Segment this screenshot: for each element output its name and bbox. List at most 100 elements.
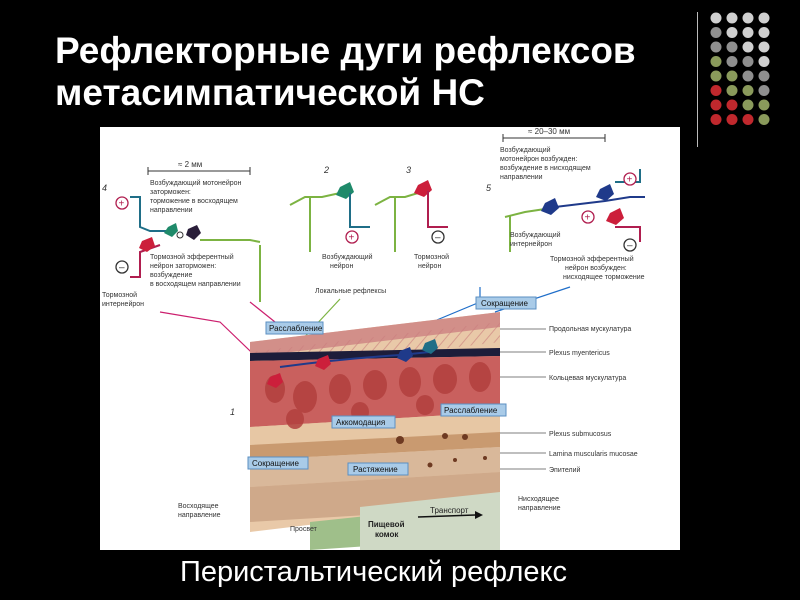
decor-dot <box>759 27 770 38</box>
layer-label-circular: Кольцевая мускулатура <box>549 375 626 382</box>
descending-label: Нисходящее направление <box>518 496 561 512</box>
svg-text:Тормозной эфферентный: Тормозной эфферентный <box>150 253 234 261</box>
svg-text:+: + <box>585 213 591 224</box>
svg-text:направление: направление <box>518 505 561 512</box>
decor-dot <box>759 42 770 53</box>
relax-left-label: Расслабление <box>269 324 323 333</box>
svg-text:Тормозной: Тормозной <box>414 253 449 261</box>
svg-text:Тормозной эфферентный: Тормозной эфферентный <box>550 255 634 263</box>
panel-number-2: 2 <box>323 165 329 175</box>
svg-text:+: + <box>349 233 355 244</box>
svg-text:–: – <box>119 263 125 274</box>
decor-dot <box>759 114 770 125</box>
decor-dot <box>759 56 770 67</box>
decor-dot <box>743 13 754 24</box>
decor-dot <box>727 27 738 38</box>
decor-dot <box>727 100 738 111</box>
svg-text:–: – <box>435 233 441 244</box>
decor-dot <box>759 13 770 24</box>
svg-text:возбуждение: возбуждение <box>150 271 192 279</box>
svg-text:заторможен:: заторможен: <box>150 189 191 196</box>
svg-text:Пищевой: Пищевой <box>368 520 405 529</box>
svg-text:направлении: направлении <box>150 207 193 214</box>
svg-text:возбуждение в нисходящем: возбуждение в нисходящем <box>500 164 591 172</box>
decor-dot <box>711 27 722 38</box>
panel-number-3: 3 <box>406 165 411 175</box>
slide-title-line-1: Рефлекторные дуги рефлексов <box>55 30 695 72</box>
panel-number-1: 1 <box>230 407 235 417</box>
decor-dot <box>711 56 722 67</box>
svg-text:интернейрон: интернейрон <box>510 240 552 248</box>
decorative-dot-grid <box>708 10 798 130</box>
svg-text:Возбуждающий: Возбуждающий <box>322 253 373 261</box>
decor-dot <box>711 100 722 111</box>
accommodation-label: Аккомодация <box>336 418 385 427</box>
svg-text:направлении: направлении <box>500 174 543 181</box>
layer-label-mucosae: Lamina muscularis mucosae <box>549 451 638 458</box>
decor-dot <box>743 56 754 67</box>
stretch-label: Растяжение <box>353 465 398 474</box>
panel-number-4: 4 <box>102 183 107 193</box>
svg-text:–: – <box>627 241 633 252</box>
svg-text:мотонейрон возбужден:: мотонейрон возбужден: <box>500 155 577 163</box>
decor-dot <box>727 71 738 82</box>
decor-dot <box>727 42 738 53</box>
svg-text:комок: комок <box>375 530 399 539</box>
panel-4-synapse <box>177 232 183 238</box>
svg-text:торможение в восходящем: торможение в восходящем <box>150 198 238 205</box>
decorative-divider <box>697 12 698 147</box>
decor-dot <box>743 114 754 125</box>
svg-text:Возбуждающий: Возбуждающий <box>500 146 551 154</box>
diagram-canvas: ≈ 2 мм ≈ 20–30 мм 4 Возбуждающий мотоней… <box>100 127 680 550</box>
slide-title: Рефлекторные дуги рефлексов метасимпатич… <box>55 30 695 114</box>
layer-leader-lines <box>500 329 546 469</box>
svg-text:+: + <box>627 175 633 186</box>
decor-dot <box>727 56 738 67</box>
decor-dot <box>759 100 770 111</box>
decor-dot <box>727 85 738 96</box>
slide-caption: Перистальтический рефлекс <box>180 556 567 589</box>
svg-text:нейрон: нейрон <box>418 262 441 270</box>
layer-label-myenteric: Plexus myentericus <box>549 350 610 357</box>
decor-dot <box>743 85 754 96</box>
svg-text:Тормозной: Тормозной <box>102 291 137 299</box>
layer-label-submucosus: Plexus submucosus <box>549 431 612 438</box>
svg-text:нейрон возбужден:: нейрон возбужден: <box>565 264 627 272</box>
svg-text:Возбуждающий мотонейрон: Возбуждающий мотонейрон <box>150 179 242 187</box>
decor-dot <box>743 71 754 82</box>
decor-dot <box>711 13 722 24</box>
svg-text:нейрон заторможен:: нейрон заторможен: <box>150 262 216 270</box>
decor-dot <box>759 85 770 96</box>
scale-label-right: ≈ 20–30 мм <box>528 127 570 136</box>
layer-labels: Продольная мускулатура Plexus myentericu… <box>549 326 638 474</box>
decor-dot <box>743 42 754 53</box>
decor-dot <box>727 13 738 24</box>
svg-text:Нисходящее: Нисходящее <box>518 496 559 503</box>
decor-dot <box>711 85 722 96</box>
slide-title-line-2: метасимпатической НС <box>55 72 695 114</box>
svg-text:Восходящее: Восходящее <box>178 503 219 510</box>
scale-label-left: ≈ 2 мм <box>178 160 202 169</box>
svg-text:нисходящее торможение: нисходящее торможение <box>563 274 645 281</box>
decor-dot <box>743 100 754 111</box>
contraction-right-label: Сокращение <box>481 299 528 308</box>
decor-dot <box>759 71 770 82</box>
decor-dot <box>711 71 722 82</box>
contraction-left-label: Сокращение <box>252 459 299 468</box>
ascending-label: Восходящее направление <box>178 503 221 519</box>
svg-text:интернейрон: интернейрон <box>102 300 144 308</box>
decor-dot <box>711 42 722 53</box>
transport-label: Транспорт <box>430 506 469 515</box>
lumen-label: Просвет <box>290 526 318 533</box>
svg-text:направление: направление <box>178 512 221 519</box>
decor-dot <box>711 114 722 125</box>
decor-dot <box>727 114 738 125</box>
svg-text:+: + <box>119 199 125 210</box>
relax-right-label: Расслабление <box>444 406 498 415</box>
reflex-arc-diagram: ≈ 2 мм ≈ 20–30 мм 4 Возбуждающий мотоней… <box>100 127 680 550</box>
svg-text:нейрон: нейрон <box>330 262 353 270</box>
layer-label-epithelium: Эпителий <box>549 466 581 474</box>
svg-text:Возбуждающий: Возбуждающий <box>510 231 561 239</box>
layer-label-longitudinal: Продольная мускулатура <box>549 326 631 333</box>
decor-dot <box>743 27 754 38</box>
